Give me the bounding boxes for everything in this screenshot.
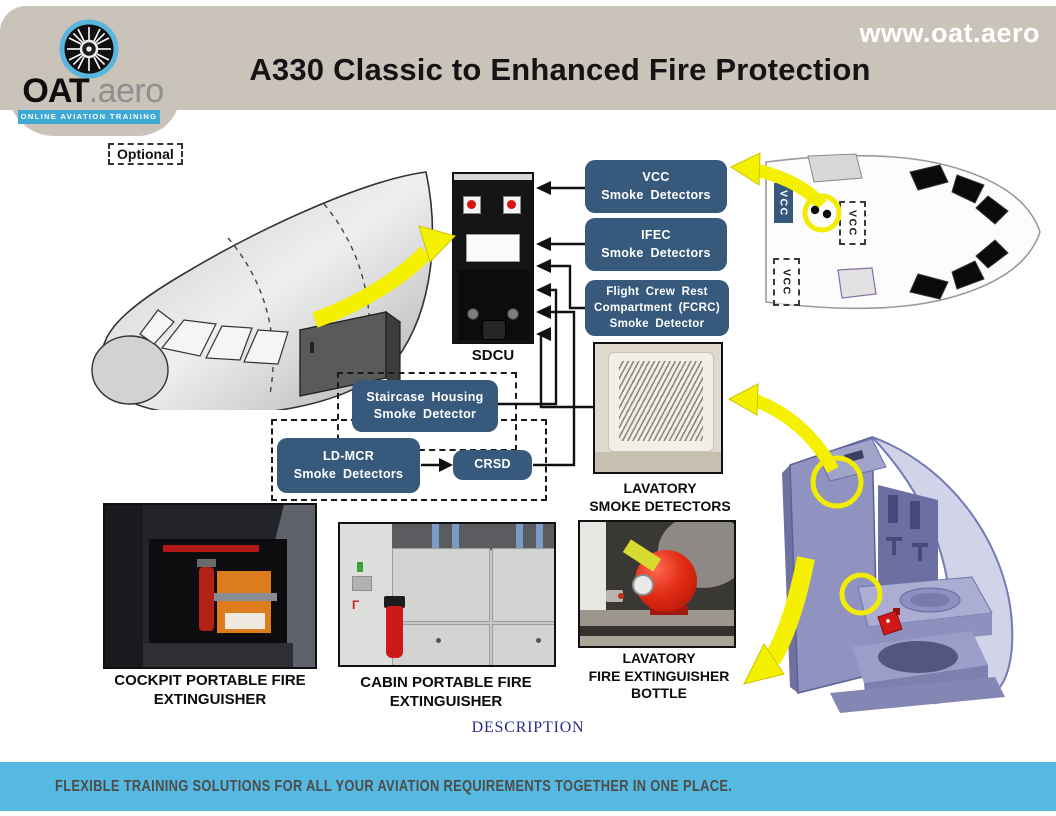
vent-shadow xyxy=(595,452,721,472)
cabin-upper-door-1 xyxy=(392,548,490,622)
logo-wordmark: OAT.aero xyxy=(18,72,168,111)
lavatory-bottle-caption: LAVATORY FIRE EXTINGUISHER BOTTLE xyxy=(588,650,730,701)
bottle-fitting-dot xyxy=(618,593,624,599)
sdcu-screw-right xyxy=(507,308,519,320)
cabin-lower-door-2 xyxy=(492,624,554,665)
cabin-strap xyxy=(536,524,543,548)
logo-brand-bold: OAT xyxy=(22,72,89,110)
cockpit-extinguisher-cylinder xyxy=(199,567,214,631)
website-url: www.oat.aero xyxy=(859,18,1040,48)
cockpit-extinguisher-cap xyxy=(197,559,216,567)
sdcu-photo xyxy=(452,172,534,344)
cabin-strap xyxy=(432,524,439,548)
ifec-smoke-detectors-box: IFEC Smoke Detectors xyxy=(585,218,727,271)
ldmcr-smoke-detectors-box: LD-MCR Smoke Detectors xyxy=(277,438,420,493)
staircase-dashed-group xyxy=(337,372,517,451)
sdcu-screw-left xyxy=(467,308,479,320)
bottle-pressure-gauge xyxy=(632,574,654,596)
sdcu-caption: SDCU xyxy=(471,347,515,364)
cockpit-extinguisher-caption: COCKPIT PORTABLE FIRE EXTINGUISHER xyxy=(114,672,306,708)
page-title: A330 Classic to Enhanced Fire Protection xyxy=(249,52,871,87)
cabin-extinguisher-caption: CABIN PORTABLE FIRE EXTINGUISHER xyxy=(360,674,532,710)
cabin-strap xyxy=(516,524,523,548)
lavatory-detector-caption: LAVATORY SMOKE DETECTORS xyxy=(589,480,731,514)
crsd-box: CRSD xyxy=(453,450,532,480)
cabin-latch-2 xyxy=(536,638,541,643)
cockpit-box-label xyxy=(225,613,265,629)
cabin-small-panel xyxy=(352,576,372,591)
turbine-logo-icon xyxy=(59,19,119,79)
cabin-strap xyxy=(452,524,459,548)
bottom-strip xyxy=(0,811,1056,816)
cockpit-extinguisher-photo xyxy=(103,503,317,669)
optional-label: Optional xyxy=(108,143,183,165)
description-link[interactable]: DESCRIPTION xyxy=(471,719,585,736)
cabin-upper-door-2 xyxy=(492,548,554,622)
sdcu-button-right xyxy=(503,196,521,214)
sdcu-top-strip xyxy=(454,174,532,180)
lav-extinguisher-red xyxy=(877,608,903,636)
bottle-shelf-front xyxy=(580,636,734,646)
bottle-shelf-edge xyxy=(580,626,734,636)
nose-cone-drawing xyxy=(91,171,434,410)
lavatory-smoke-detector-photo xyxy=(593,342,723,474)
vent-grille xyxy=(619,361,703,441)
logo-brand-suffix: .aero xyxy=(88,72,165,110)
cockpit-strap xyxy=(209,593,277,601)
vcc-marker-dashed-2: VCC xyxy=(773,258,800,306)
vcc-marker-dashed-1: VCC xyxy=(839,201,866,245)
sdcu-button-left xyxy=(463,196,481,214)
cabin-top-strip xyxy=(390,524,554,550)
cabin-latch-1 xyxy=(436,638,441,643)
sdcu-hinge xyxy=(482,320,506,340)
vent-panel xyxy=(608,352,714,452)
cockpit-left-panel xyxy=(105,505,143,667)
cockpit-windows-top xyxy=(909,164,1009,300)
cockpit-red-placard xyxy=(163,545,259,552)
cabin-extinguisher-head xyxy=(384,596,405,608)
vcc-marker-solid: VCC xyxy=(774,183,793,223)
cabin-lower-door-1 xyxy=(392,624,490,665)
cockpit-lower-panel xyxy=(143,643,293,667)
aircraft-nose-top-view xyxy=(765,153,1041,310)
fcrc-smoke-detector-box: Flight Crew Rest Compartment (FCRC) Smok… xyxy=(585,280,729,336)
lavatory-bottle-photo xyxy=(578,520,736,648)
cabin-side-wall xyxy=(340,524,392,665)
sdcu-label-plate xyxy=(466,234,520,262)
vcc-smoke-detectors-box: VCC Smoke Detectors xyxy=(585,160,727,213)
footer-tagline: FLEXIBLE TRAINING SOLUTIONS FOR ALL YOUR… xyxy=(55,778,733,795)
logo-tagline: ONLINE AVIATION TRAINING xyxy=(18,110,160,124)
footer-bar: FLEXIBLE TRAINING SOLUTIONS FOR ALL YOUR… xyxy=(0,762,1056,811)
lav-door-handle xyxy=(802,566,810,584)
cabin-extinguisher-cylinder xyxy=(386,606,403,658)
cabin-green-sticker xyxy=(357,562,363,572)
cockpit-windows xyxy=(139,309,289,365)
cabin-red-marking: Γ xyxy=(352,598,360,612)
cabin-extinguisher-photo: Γ xyxy=(338,522,556,667)
lavatory-3d-render xyxy=(782,435,1014,713)
staircase-smoke-detector-box: Staircase Housing Smoke Detector xyxy=(352,380,498,432)
